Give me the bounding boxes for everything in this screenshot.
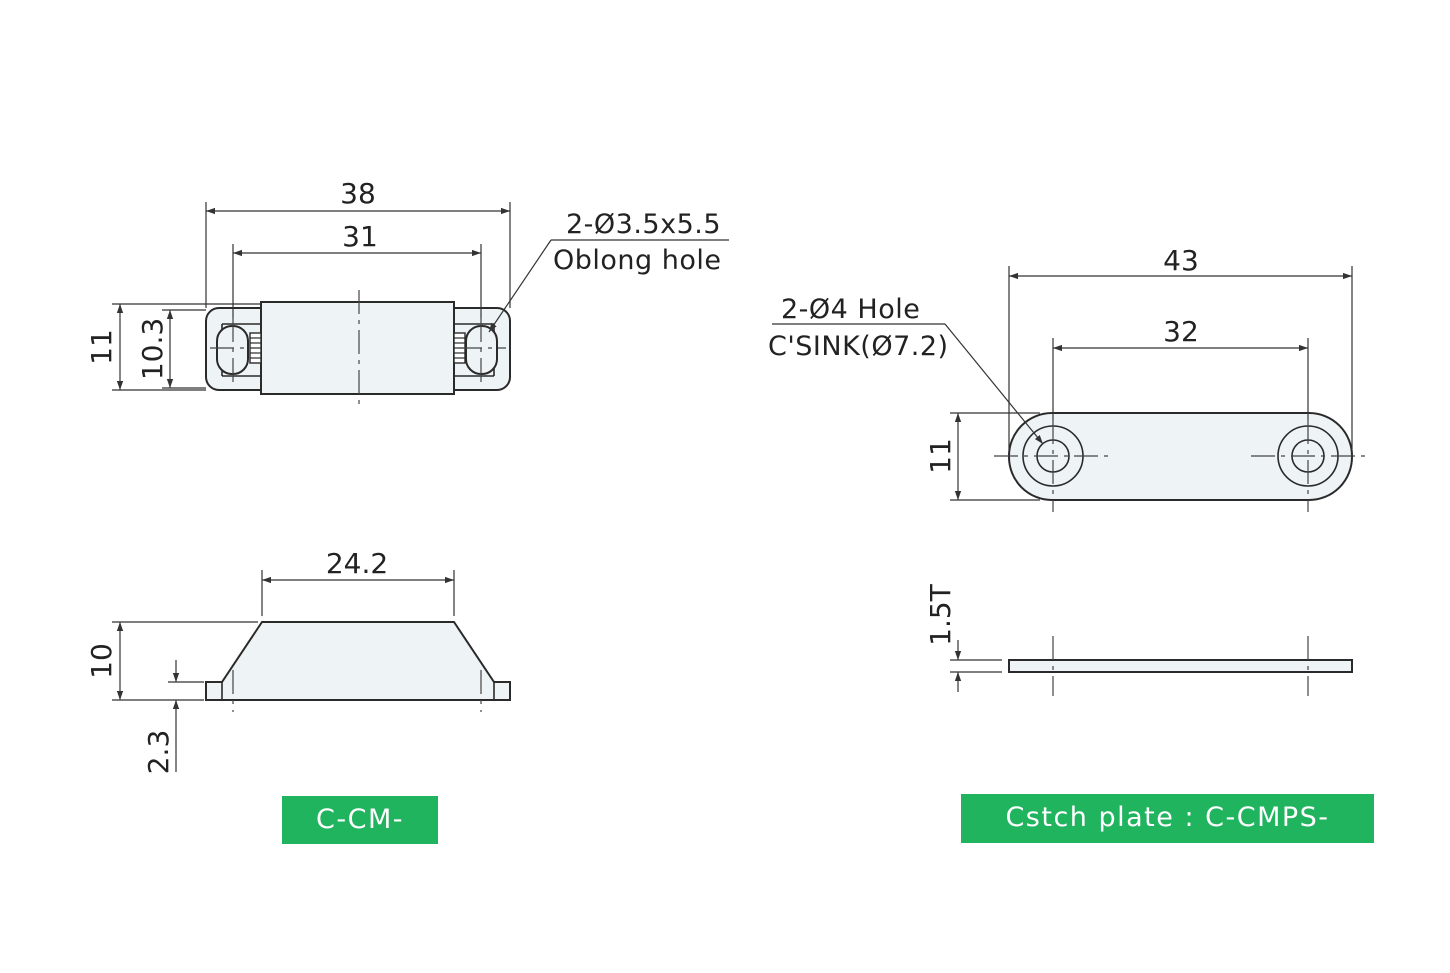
magnet-body: [260, 301, 455, 395]
dim-hole-pitch: 31: [342, 220, 378, 253]
dim-base-thickness: 2.3: [142, 730, 175, 775]
magnet-top-view: 38 31 11 10.3 2-Ø3.5x5.5 Oblong hole: [85, 177, 729, 404]
dim-height: 10: [85, 643, 118, 679]
dim-plate-width: 11: [924, 438, 957, 474]
catch-plate-top-view: 43 32 11 2-Ø4 Hole C'SINK(Ø7.2): [768, 244, 1366, 512]
dim-overall-width: 11: [85, 329, 118, 365]
dim-top-length: 24.2: [326, 547, 388, 580]
magnet-model-label: C-CM-6331: [282, 796, 438, 883]
hole-callout-type: Oblong hole: [553, 245, 722, 276]
plate-hole-callout-type: C'SINK(Ø7.2): [768, 331, 949, 362]
dim-overall-length: 38: [340, 177, 376, 210]
catch-plate-side-view: 1.5T: [924, 583, 1353, 696]
dim-plate-length: 43: [1163, 244, 1199, 277]
hole-callout-size: 2-Ø3.5x5.5: [566, 209, 721, 240]
dim-body-width: 10.3: [136, 318, 169, 380]
plate-hole-callout-size: 2-Ø4 Hole: [781, 294, 920, 325]
dim-plate-thickness: 1.5T: [924, 583, 957, 646]
catch-plate-model-label: Cstch plate : C-CMPS-A1132: [961, 794, 1374, 881]
magnet-side-profile: [205, 621, 511, 701]
dim-plate-hole-pitch: 32: [1163, 315, 1199, 348]
catch-plate-side-profile: [1008, 659, 1353, 673]
magnet-side-view: 24.2 10 2.3: [85, 547, 511, 775]
